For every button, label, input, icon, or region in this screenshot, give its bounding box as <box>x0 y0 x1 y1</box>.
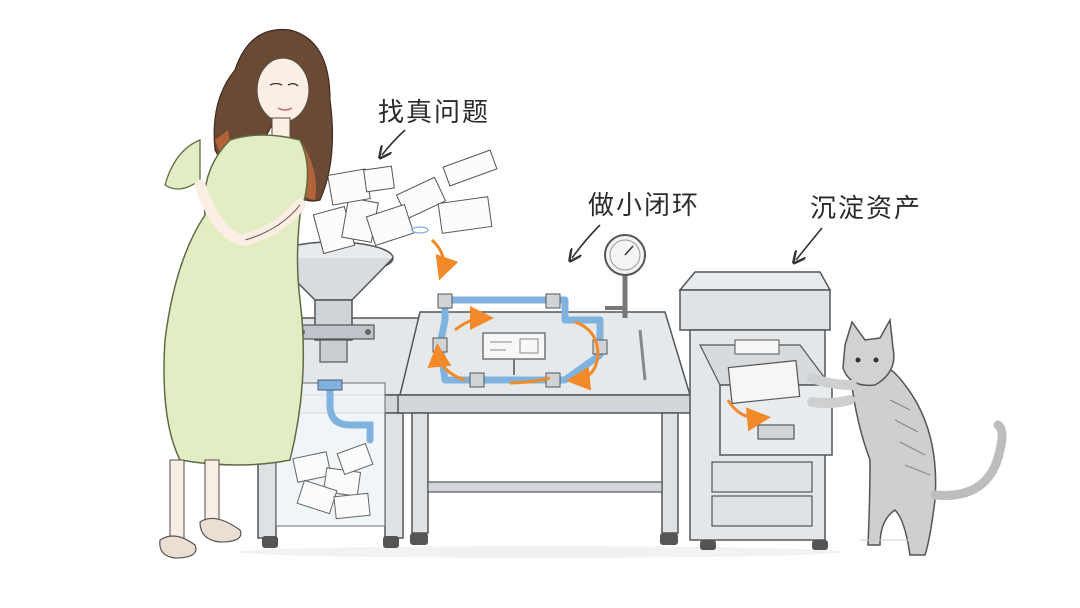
find-problem-label: 找真问题 <box>378 98 491 128</box>
paper-pile-icon <box>292 442 374 520</box>
pipe-loop <box>436 296 604 384</box>
woman-figure <box>159 28 334 559</box>
pointer-arrow-icon <box>572 224 601 258</box>
inlet-pipe <box>326 379 374 444</box>
card-icon <box>727 359 801 405</box>
small-loop-label: 做小闭环 <box>588 191 701 221</box>
pressure-gauge-icon <box>604 234 646 318</box>
pointer-arrow-icon <box>382 129 406 155</box>
flying-papers-icon <box>312 149 498 255</box>
pointer-arrow-icon <box>796 227 823 260</box>
flow-arrow-icon <box>430 238 459 281</box>
card-icon <box>482 332 546 360</box>
loop-station <box>397 234 694 545</box>
accumulate-assets-label: 沉淀资产 <box>810 194 923 224</box>
cat-figure <box>807 317 1007 556</box>
drawer-handle <box>757 424 795 440</box>
asset-cabinet <box>678 271 833 550</box>
